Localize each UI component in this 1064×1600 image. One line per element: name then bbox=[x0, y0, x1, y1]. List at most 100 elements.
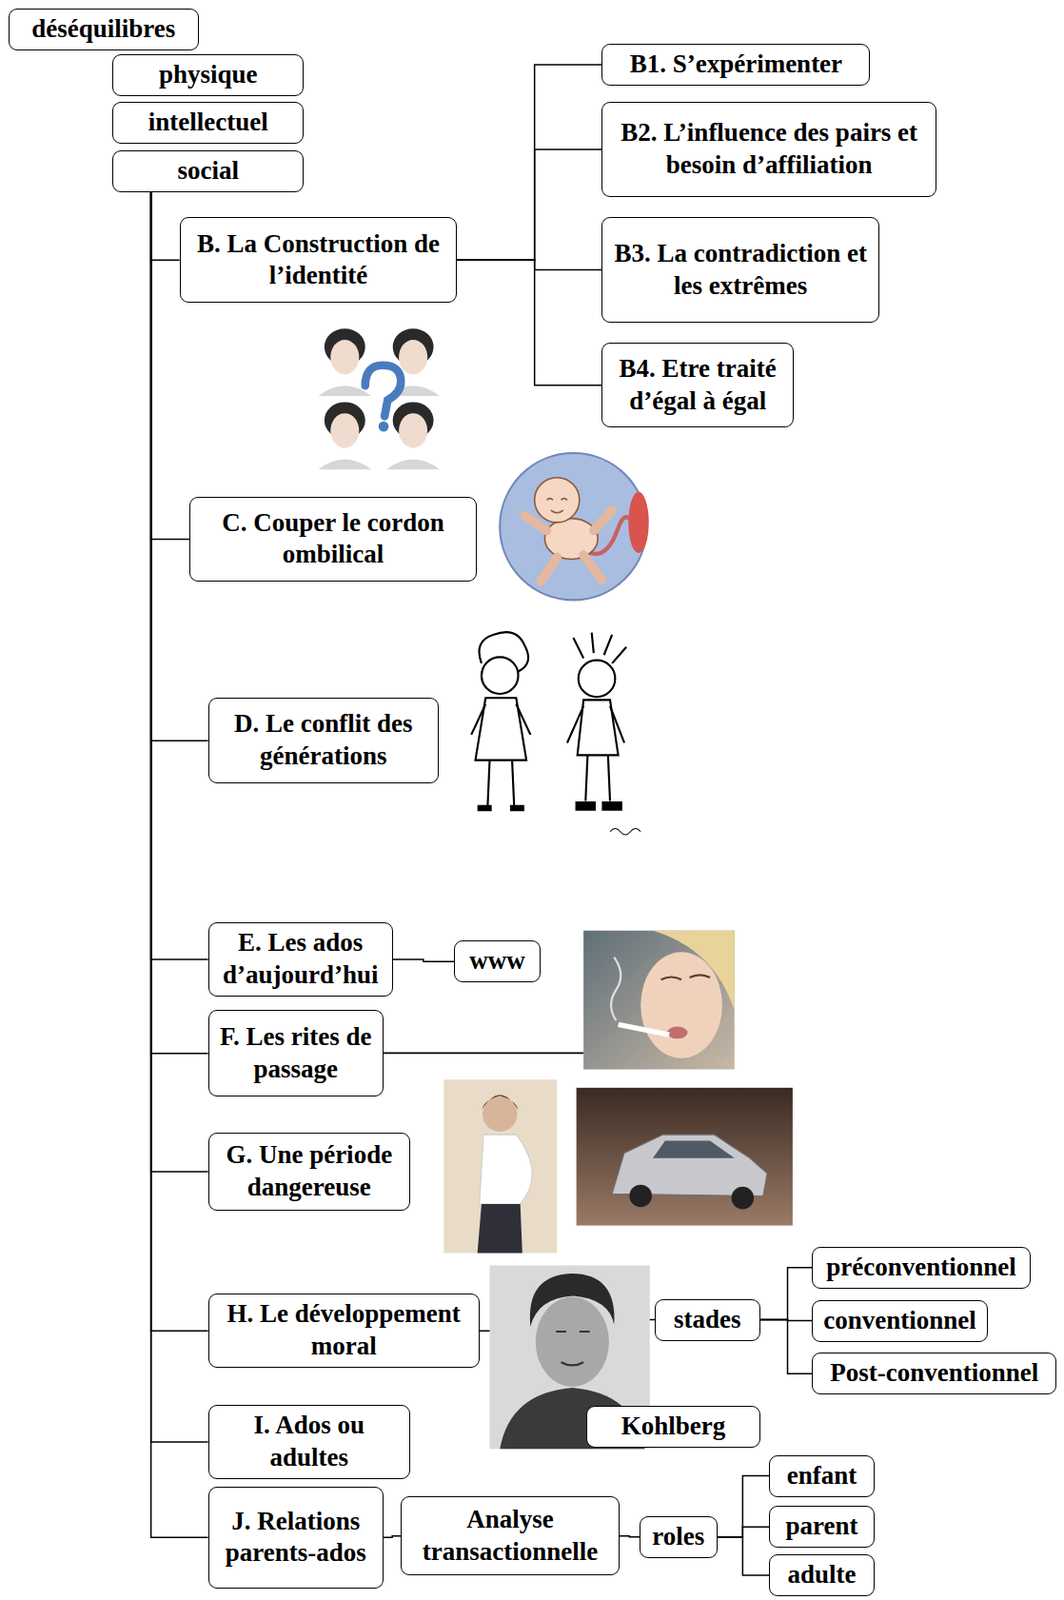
topic-text: B2. L’influence des pairs et besoin d’af… bbox=[610, 117, 928, 182]
topic-text: déséquilibres bbox=[31, 13, 176, 46]
topic-box: adulte bbox=[768, 1554, 874, 1596]
trousers bbox=[477, 1203, 523, 1253]
girl-boots bbox=[575, 801, 623, 811]
car-crash-photo bbox=[576, 1087, 793, 1226]
tree-connector bbox=[717, 1526, 770, 1537]
face bbox=[317, 401, 372, 470]
mother-head bbox=[481, 656, 519, 694]
topic-text: D. Le conflit des générations bbox=[216, 708, 431, 773]
topic-text: C. Couper le cordon ombilical bbox=[197, 507, 468, 572]
tree-connector bbox=[151, 192, 209, 1538]
topic-box: déséquilibres bbox=[8, 8, 199, 51]
baby-body bbox=[544, 518, 598, 560]
baby-face bbox=[547, 498, 568, 513]
leader-line bbox=[383, 1052, 584, 1055]
face-skin bbox=[330, 413, 359, 448]
topic-box: Analyse transactionnelle bbox=[400, 1496, 619, 1576]
hair bbox=[481, 1094, 519, 1110]
tree-connector bbox=[151, 192, 180, 261]
topic-text: social bbox=[177, 155, 239, 188]
face-skin bbox=[398, 339, 428, 375]
face bbox=[535, 1297, 610, 1387]
shoulders bbox=[317, 458, 372, 470]
topic-text: H. Le développement moral bbox=[216, 1298, 472, 1363]
topic-box: J. Relations parents-ados bbox=[208, 1486, 384, 1589]
identity-faces bbox=[314, 326, 445, 472]
topic-box: conventionnel bbox=[811, 1300, 987, 1342]
head bbox=[482, 1096, 517, 1131]
question-mark bbox=[365, 365, 402, 417]
girl-legs bbox=[585, 754, 611, 801]
wheel bbox=[629, 1184, 652, 1208]
tree-connector bbox=[456, 259, 602, 270]
topic-box: enfant bbox=[768, 1455, 874, 1498]
topic-text: B. La Construction de l’identité bbox=[188, 228, 450, 294]
generations-cartoon bbox=[471, 631, 641, 835]
girl-spiky-hair bbox=[572, 632, 627, 664]
tree-connector bbox=[717, 1476, 770, 1537]
topic-box: D. Le conflit des générations bbox=[208, 697, 439, 784]
tree-connector bbox=[383, 1536, 401, 1538]
tree-connector bbox=[760, 1267, 813, 1321]
topic-box: roles bbox=[639, 1516, 717, 1558]
topic-box: parent bbox=[768, 1505, 874, 1548]
topic-box: I. Ados ou adultes bbox=[208, 1404, 411, 1479]
topic-text: www bbox=[469, 945, 526, 978]
topic-text: F. Les rites de passage bbox=[216, 1021, 375, 1086]
topic-box: intellectuel bbox=[112, 101, 305, 144]
topic-text: Post-conventionnel bbox=[829, 1357, 1039, 1390]
tree-connector bbox=[760, 1320, 813, 1375]
mother-arms bbox=[471, 704, 531, 735]
question-dot bbox=[378, 421, 390, 433]
girl-head bbox=[578, 660, 616, 698]
tree-connector bbox=[717, 1536, 770, 1576]
topic-box: B2. L’influence des pairs et besoin d’af… bbox=[601, 101, 937, 198]
topic-box: stades bbox=[654, 1299, 760, 1341]
closed-eyes bbox=[661, 974, 710, 980]
topic-box: E. Les ados d’aujourd’hui bbox=[208, 922, 394, 997]
topic-text: parent bbox=[785, 1510, 858, 1543]
topic-text: intellectuel bbox=[148, 106, 269, 139]
tree-connector bbox=[456, 259, 602, 385]
baby-head bbox=[534, 477, 580, 523]
wheel bbox=[731, 1186, 755, 1210]
topic-text: E. Les ados d’aujourd’hui bbox=[216, 926, 385, 992]
lips bbox=[667, 1025, 688, 1039]
tree-connector bbox=[456, 149, 602, 260]
face bbox=[386, 401, 440, 470]
topic-box: préconventionnel bbox=[811, 1246, 1030, 1289]
placenta bbox=[628, 492, 649, 553]
shoulders bbox=[386, 458, 440, 470]
white-shirt bbox=[479, 1134, 532, 1204]
topic-box: B4. Etre traité d’égal à égal bbox=[601, 342, 794, 428]
topic-box: B1. S’expérimenter bbox=[601, 43, 870, 86]
topic-text: adulte bbox=[787, 1558, 856, 1592]
topic-box: physique bbox=[112, 54, 305, 97]
faces-ground bbox=[314, 326, 445, 472]
topic-box: Post-conventionnel bbox=[811, 1352, 1057, 1395]
topic-text: I. Ados ou adultes bbox=[216, 1409, 402, 1475]
smoke bbox=[610, 957, 621, 1021]
topic-text: Analyse transactionnelle bbox=[409, 1503, 611, 1569]
topic-text: B3. La contradiction et les extrêmes bbox=[610, 237, 871, 303]
tree-connector bbox=[151, 192, 209, 1332]
topic-box: H. Le développement moral bbox=[208, 1293, 480, 1368]
girl-arms bbox=[567, 706, 625, 744]
face-skin bbox=[330, 339, 359, 375]
topic-text: physique bbox=[158, 59, 258, 92]
smoking-photo bbox=[583, 930, 735, 1070]
tree-connector bbox=[393, 959, 454, 962]
topic-box: B. La Construction de l’identité bbox=[179, 216, 458, 303]
mother-shoes bbox=[477, 805, 525, 811]
topic-text: enfant bbox=[787, 1459, 858, 1493]
topic-text: conventionnel bbox=[823, 1304, 977, 1338]
topic-box: www bbox=[453, 940, 541, 983]
signature-squiggle bbox=[610, 828, 641, 835]
photo-ground bbox=[443, 1079, 557, 1253]
topic-text: Kohlberg bbox=[621, 1410, 727, 1443]
topic-text: B4. Etre traité d’égal à égal bbox=[610, 353, 786, 418]
face bbox=[386, 328, 440, 396]
topic-box: G. Une période dangereuse bbox=[208, 1132, 411, 1212]
